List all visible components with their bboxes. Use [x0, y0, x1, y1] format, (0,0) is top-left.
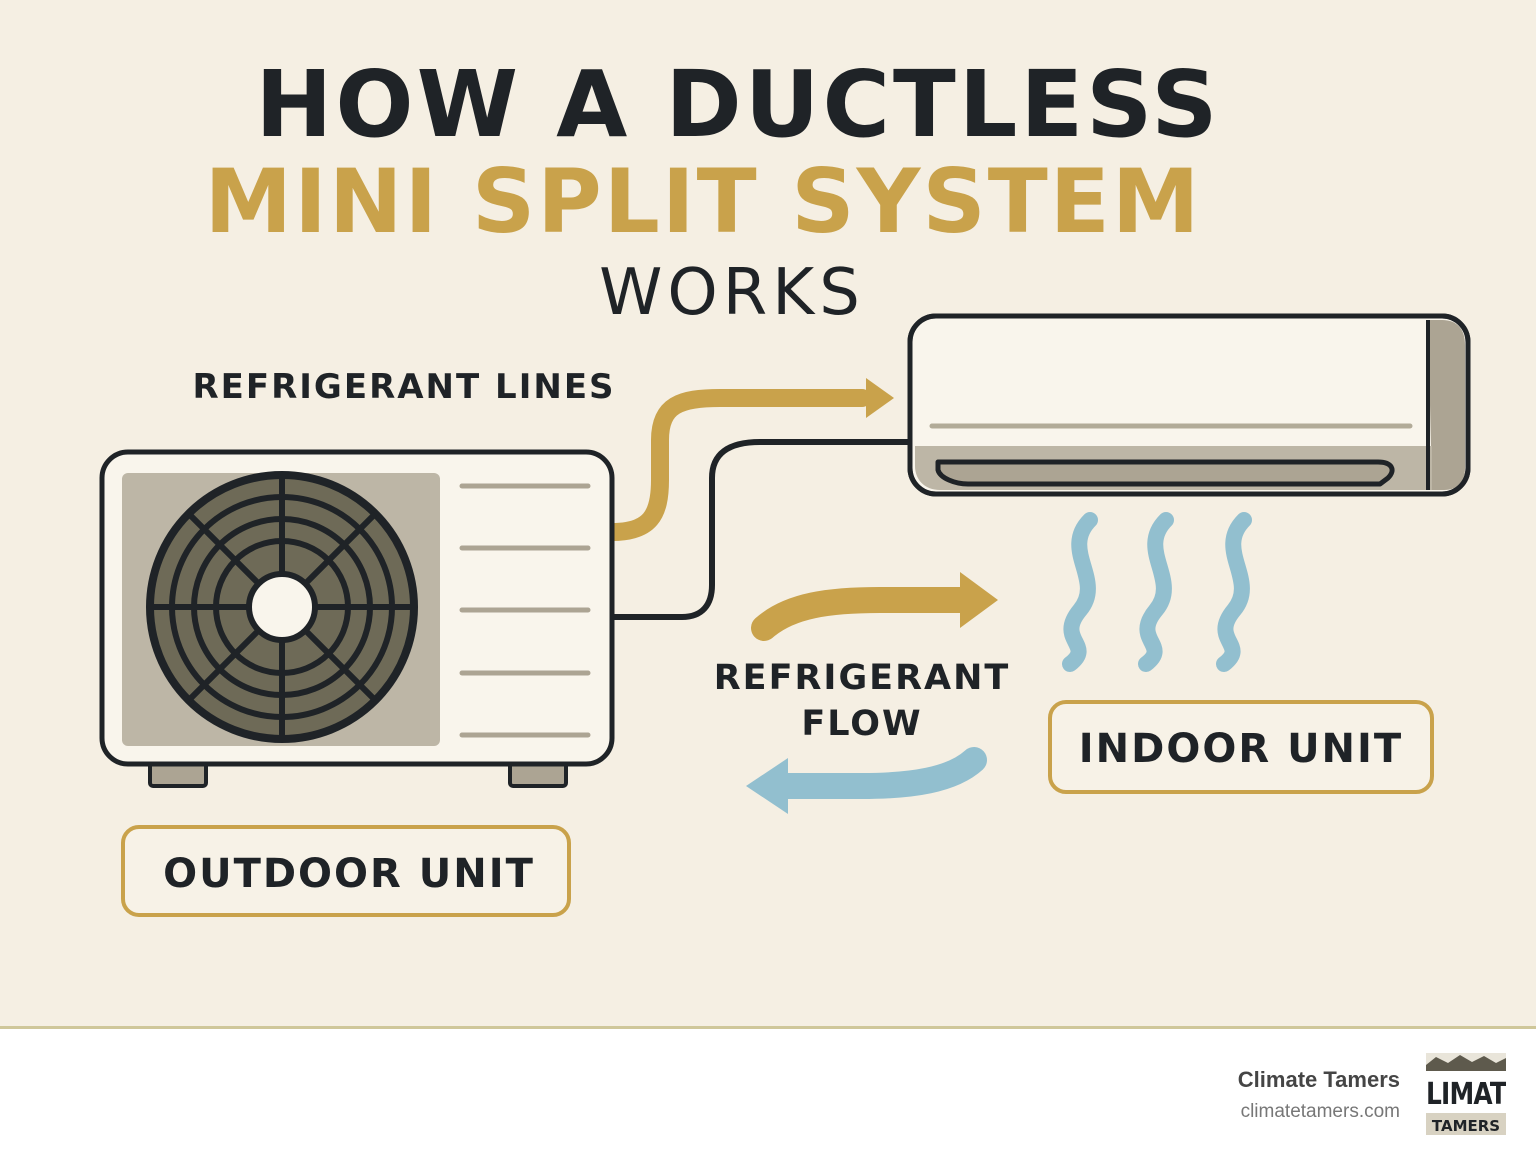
title-line-3: WORKS	[599, 256, 865, 330]
outdoor-unit-vents	[459, 483, 591, 738]
brand-name: Climate Tamers	[1237, 1067, 1400, 1092]
svg-text:TAMERS: TAMERS	[1432, 1117, 1500, 1135]
refrigerant-line-gold	[603, 389, 871, 541]
title-line-2: MINI SPLIT SYSTEM	[205, 150, 1202, 253]
refrigerant-flow-label-line1: REFRIGERANT	[714, 658, 1011, 698]
airflow-icon	[1062, 512, 1252, 672]
indoor-unit-label: INDOOR UNIT	[1079, 726, 1403, 772]
refrigerant-line-dark	[609, 439, 915, 620]
refrigerant-lines-label: REFRIGERANT LINES	[192, 367, 615, 407]
footer: Climate Tamers climatetamers.com LIMAT T…	[0, 1026, 1536, 1154]
flow-arrow-blue	[773, 747, 987, 799]
mini-split-diagram: HOW A DUCTLESS MINI SPLIT SYSTEM WORKS R…	[99, 51, 1471, 917]
fan-icon	[146, 471, 418, 743]
refrigerant-line-arrowhead-icon	[866, 378, 894, 418]
indoor-unit-side-panel	[1428, 320, 1465, 490]
indoor-unit-label-box	[1048, 700, 1434, 794]
brand-url[interactable]: climatetamers.com	[1240, 1101, 1400, 1122]
flow-arrow-gold-head-icon	[960, 572, 998, 628]
indoor-unit-air-outlet	[935, 459, 1395, 487]
outdoor-unit-label-box	[121, 825, 571, 917]
svg-text:LIMAT: LIMAT	[1426, 1077, 1506, 1112]
flow-arrow-blue-head-icon	[746, 758, 788, 814]
outdoor-unit-label: OUTDOOR UNIT	[163, 851, 535, 897]
climate-tamers-logo: LIMAT TAMERS	[1426, 1053, 1506, 1135]
indoor-unit	[907, 313, 1471, 497]
outdoor-unit	[99, 449, 615, 788]
indoor-unit-outline	[907, 313, 1471, 497]
title-line-1: HOW A DUCTLESS	[255, 51, 1220, 158]
flow-arrow-gold	[751, 587, 975, 641]
refrigerant-flow-label-line2: FLOW	[801, 704, 922, 744]
